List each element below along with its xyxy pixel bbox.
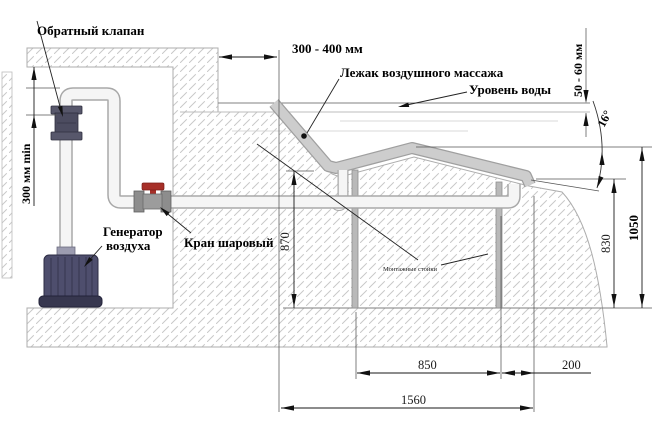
generator-base bbox=[38, 295, 103, 308]
dim-text-300-400: 300 - 400 мм bbox=[292, 41, 363, 56]
dim-text-1050: 1050 bbox=[626, 215, 641, 241]
ball-valve-body bbox=[142, 193, 163, 210]
mounting-stand-2 bbox=[495, 181, 503, 309]
label-check-valve: Обратный клапан bbox=[37, 23, 145, 38]
check-valve bbox=[50, 105, 83, 141]
dim-text-50-60: 50 - 60 мм bbox=[571, 44, 585, 97]
dim-text-850: 850 bbox=[418, 358, 437, 372]
left-wall-section bbox=[1, 71, 13, 279]
label-lounger: Лежак воздушного массажа bbox=[340, 65, 504, 80]
ball-valve bbox=[133, 182, 172, 213]
label-air-generator-line1: Генератор bbox=[103, 224, 163, 239]
mounting-stands bbox=[351, 169, 503, 309]
label-water-level: Уровень воды bbox=[469, 82, 551, 97]
leader-dot bbox=[301, 133, 307, 139]
dimension-lines bbox=[33, 56, 643, 409]
ball-valve-handle bbox=[141, 182, 165, 191]
label-mounting-stands: Монтажные стойки bbox=[383, 266, 438, 273]
ball-valve-stem bbox=[150, 189, 156, 195]
air-massage-lounger bbox=[269, 99, 536, 188]
label-air-generator-line2: воздуха bbox=[106, 238, 151, 253]
air-piping bbox=[59, 87, 521, 258]
leader-lines bbox=[36, 20, 489, 267]
dim-text-870: 870 bbox=[278, 232, 292, 251]
ball-valve-nut-left bbox=[133, 190, 145, 213]
lounger-board bbox=[270, 99, 535, 187]
dimension-arrows bbox=[31, 54, 645, 411]
check-valve-flange-bottom bbox=[50, 131, 83, 141]
dim-text-16deg: 16° bbox=[594, 108, 614, 130]
dim-text-830: 830 bbox=[599, 234, 613, 253]
dim-text-200: 200 bbox=[562, 358, 581, 372]
dim-text-1560: 1560 bbox=[401, 393, 426, 407]
dim-text-300min: 300 мм min bbox=[19, 143, 33, 204]
air-pipe bbox=[60, 88, 520, 258]
mounting-stand-1 bbox=[351, 169, 359, 309]
label-ball-valve: Кран шаровый bbox=[184, 235, 274, 250]
